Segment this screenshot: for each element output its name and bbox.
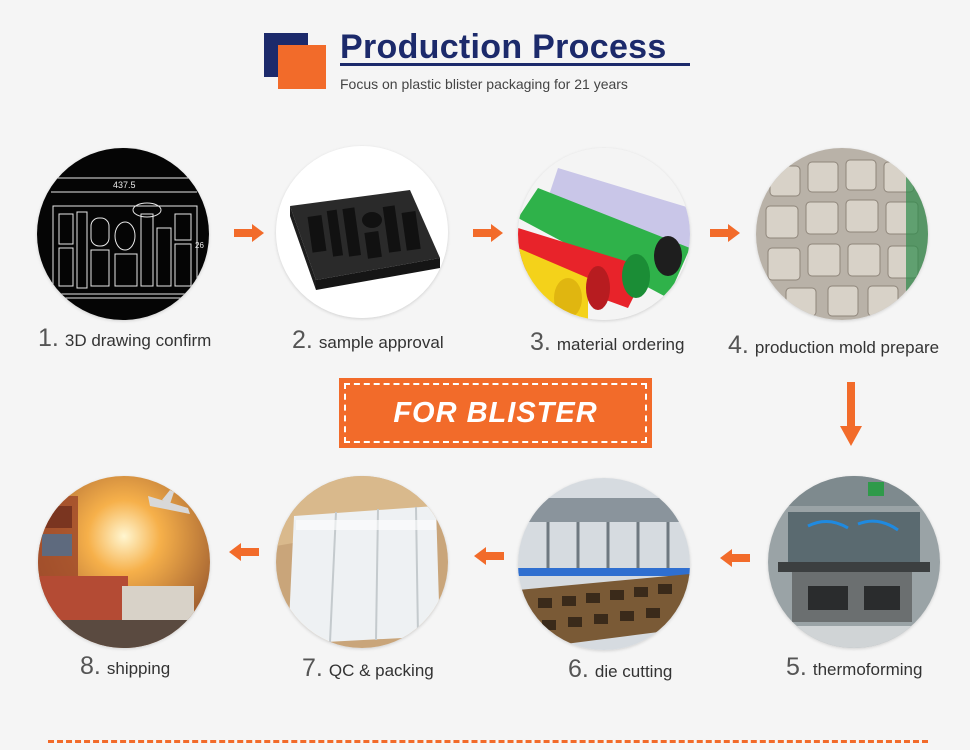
step-1-image: 437.5 26 [37,148,209,320]
step-1-label: 13D drawing confirm [38,324,211,353]
step-2-image [276,146,448,318]
page-title: Production Process [340,28,667,66]
arrow-right-icon [473,224,503,242]
step-6-label: 6die cutting [568,655,672,684]
step-7-label: 7QC & packing [302,654,434,683]
step-8-image [38,476,210,648]
step-4-image [756,148,928,320]
step-5-image [768,476,940,648]
die-cutting-image [518,478,690,650]
arrow-left-icon [720,549,750,567]
banner-text: FOR BLISTER [393,396,598,429]
step-4-label: 4production mold prepare [728,331,939,360]
step-3-image [518,148,690,320]
plastic-rolls-image [518,148,690,320]
arrow-down-icon [840,382,862,446]
mold-image [756,148,928,320]
title-underline [340,63,690,66]
thermoforming-machine-image [768,476,940,648]
step-3-label: 3material ordering [530,328,684,357]
step-6-image [518,478,690,650]
packing-box-image [276,476,448,648]
arrow-left-icon [474,547,504,565]
step-8-label: 8shipping [80,652,170,681]
cad-drawing-image: 437.5 26 [37,148,209,320]
page-subtitle: Focus on plastic blister packaging for 2… [340,76,628,92]
step-2-label: 2sample approval [292,326,444,355]
logo-mark [264,33,326,89]
step-5-label: 5thermoforming [786,653,922,682]
drawing-side-label-text: 26 [195,241,204,250]
foam-tray-image [276,146,448,318]
arrow-left-icon [229,543,259,561]
bottom-divider [48,740,928,743]
arrow-right-icon [710,224,740,242]
step-7-image [276,476,448,648]
for-blister-banner: FOR BLISTER [339,378,652,448]
arrow-right-icon [234,224,264,242]
drawing-dimension-text: 437.5 [113,180,136,190]
shipping-image [38,476,210,648]
